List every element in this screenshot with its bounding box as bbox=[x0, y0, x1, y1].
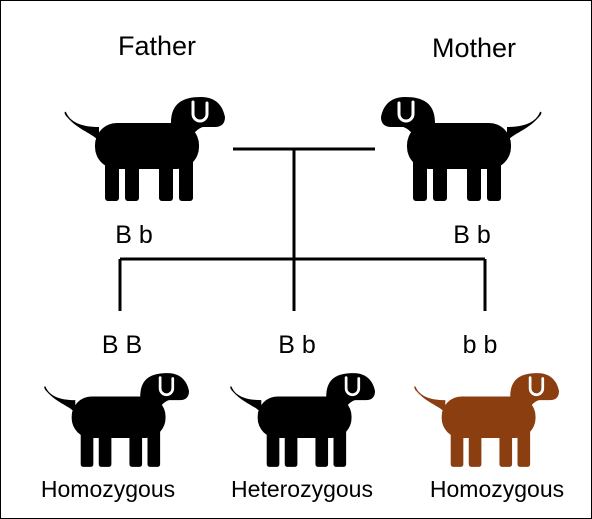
mother-dog-icon bbox=[381, 97, 542, 201]
father-genotype: B b bbox=[115, 221, 153, 249]
father-dog-icon bbox=[64, 97, 225, 201]
dog-icon bbox=[230, 373, 375, 467]
dog-icon bbox=[44, 373, 189, 467]
offspring-3-dog-icon bbox=[414, 373, 559, 467]
offspring-2-genotype: B b bbox=[278, 331, 316, 359]
dog-icon bbox=[414, 373, 559, 467]
mother-title: Mother bbox=[431, 33, 517, 63]
offspring-1-genotype: B B bbox=[101, 331, 143, 359]
mother-genotype: B b bbox=[453, 221, 491, 249]
offspring-2-zygosity: Heterozygous bbox=[231, 476, 373, 502]
offspring-1-zygosity: Homozygous bbox=[40, 476, 176, 502]
offspring-3-genotype: b b bbox=[462, 331, 498, 359]
father-title: Father bbox=[117, 31, 197, 61]
dog-icon bbox=[64, 97, 225, 201]
offspring-2-dog-icon bbox=[230, 373, 375, 467]
offspring-1-dog-icon bbox=[44, 373, 189, 467]
dog-icon bbox=[381, 97, 542, 201]
offspring-3-zygosity: Homozygous bbox=[429, 476, 565, 502]
